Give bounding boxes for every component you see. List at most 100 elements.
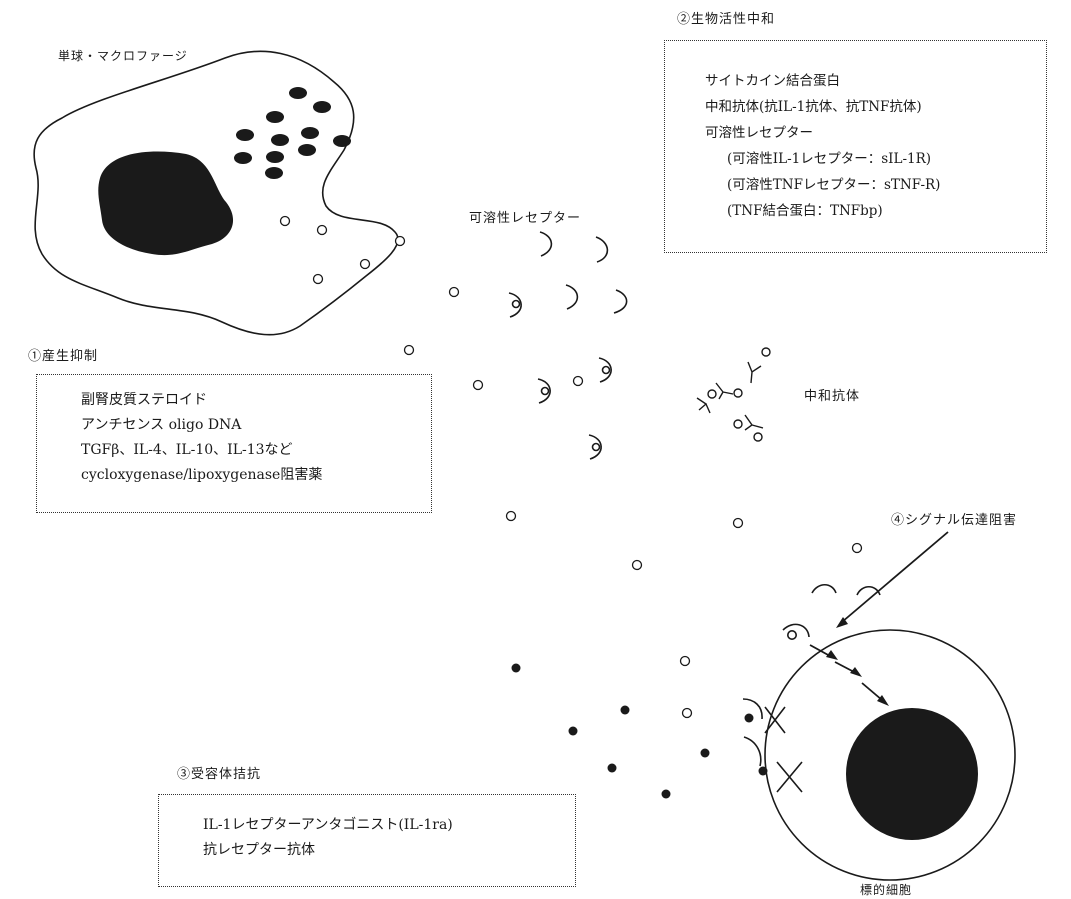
- cytokine-molecule: [679, 655, 691, 667]
- box2-heading: ②生物活性中和: [677, 12, 776, 27]
- membrane-receptor: [743, 736, 762, 767]
- macrophage-label: 単球・マクロファージ: [58, 49, 188, 63]
- cytokine-molecule: [572, 375, 584, 387]
- receptor-antagonism-box: IL-1レセプターアンタゴニスト(IL-1ra) 抗レセプター抗体: [158, 794, 576, 887]
- granule: [289, 87, 307, 99]
- soluble-receptor: [539, 231, 553, 257]
- cytokine-molecule: [851, 542, 863, 554]
- box2-line: 可溶性レセプター: [705, 125, 813, 141]
- membrane-receptor: [856, 585, 881, 596]
- arrowhead: [877, 695, 889, 706]
- granule: [234, 152, 252, 164]
- box1-line: アンチセンス oligo DNA: [81, 417, 242, 433]
- target-cell-label: 標的細胞: [860, 883, 913, 897]
- antagonist-molecule: [511, 663, 521, 673]
- arrowhead-group: [826, 617, 889, 706]
- granule: [301, 127, 319, 139]
- granule: [271, 134, 289, 146]
- box2-line: (TNF結合蛋白：TNFbp): [727, 203, 883, 219]
- membrane-receptor: [782, 623, 810, 638]
- box2-line: サイトカイン結合蛋白: [705, 73, 840, 89]
- granule: [236, 129, 254, 141]
- cytokine-molecule: [505, 510, 517, 522]
- receptor-bound-cytokine: [786, 629, 797, 640]
- cytokine-molecule: [279, 215, 291, 227]
- box3-line: IL-1レセプターアンタゴニスト(IL-1ra): [203, 817, 453, 833]
- box1-line: TGFβ、IL-4、IL-10、IL-13など: [81, 442, 293, 458]
- granule: [265, 167, 283, 179]
- soluble-receptor: [613, 289, 628, 314]
- cytokine-molecule: [732, 517, 744, 529]
- cytokine-molecule: [316, 224, 328, 236]
- production-inhibition-box: 副腎皮質ステロイド アンチセンス oligo DNA TGFβ、IL-4、IL-…: [36, 374, 432, 513]
- arrowhead: [826, 650, 838, 660]
- cytokine-molecule: [403, 344, 415, 356]
- receptor-bound-cytokine: [601, 365, 611, 375]
- blocked-signal-mark: [764, 706, 786, 734]
- box2-line: (可溶性TNFレセプター：sTNF-R): [727, 177, 941, 193]
- cytokine-molecule: [359, 258, 371, 270]
- receptor-bound-cytokine: [591, 442, 601, 452]
- neutralizing-antibody: [747, 347, 771, 384]
- macrophage-cell-outline: [33, 50, 399, 336]
- cytokine-molecule: [631, 559, 643, 571]
- granule: [298, 144, 316, 156]
- box3-heading: ③受容体拮抗: [177, 767, 262, 782]
- cytokine-molecule: [472, 379, 484, 391]
- antagonist-group: [511, 663, 768, 799]
- granule: [313, 101, 331, 113]
- membrane-receptor: [811, 583, 837, 594]
- membrane-receptor-group: [742, 583, 881, 793]
- membrane-receptor: [742, 698, 763, 720]
- cytokine-molecule: [681, 707, 693, 719]
- target-cell-nucleus: [846, 708, 978, 840]
- granule: [333, 135, 351, 147]
- antagonist-molecule: [607, 763, 617, 773]
- arrowhead: [850, 667, 862, 677]
- neutralizing-antibody-label: 中和抗体: [804, 389, 861, 404]
- blocked-signal-mark: [776, 761, 803, 793]
- granule: [266, 111, 284, 123]
- box2-line: (可溶性IL-1レセプター：sIL-1R): [727, 151, 932, 167]
- soluble-receptor-group: [508, 231, 628, 460]
- receptor-bound-cytokine: [588, 434, 602, 460]
- receptor-bound-cytokine: [511, 299, 521, 309]
- cytokine-molecule: [312, 273, 324, 285]
- neutralizing-antibody: [715, 382, 743, 400]
- box1-line: 副腎皮質ステロイド: [81, 392, 207, 408]
- box1-line: cycloxygenase/lipoxygenase阻害薬: [81, 467, 323, 483]
- antagonist-molecule: [758, 766, 768, 776]
- box2-line: 中和抗体(抗IL-1抗体、抗TNF抗体): [705, 99, 922, 115]
- bioactivity-neutralization-box: サイトカイン結合蛋白 中和抗体(抗IL-1抗体、抗TNF抗体) 可溶性レセプター…: [664, 40, 1047, 253]
- granule: [266, 151, 284, 163]
- soluble-receptor-label: 可溶性レセプター: [469, 211, 582, 226]
- neutralizing-antibody: [696, 389, 717, 414]
- receptor-bound-cytokine: [508, 292, 522, 318]
- cytokine-group: [279, 215, 863, 719]
- granule-group: [234, 87, 351, 179]
- signal-inhibition-label: ④シグナル伝達阻害: [891, 513, 1018, 528]
- target-cell-outline: [764, 629, 1016, 881]
- receptor-bound-cytokine: [598, 357, 612, 383]
- cytokine-molecule: [448, 286, 460, 298]
- signal-arrow: [861, 682, 883, 701]
- signal-arrow: [809, 644, 831, 657]
- receptor-bound-cytokine: [540, 386, 550, 396]
- arrowhead: [836, 617, 848, 628]
- antagonist-molecule: [568, 726, 578, 736]
- neutralizing-antibody: [733, 414, 764, 442]
- soluble-receptor: [565, 284, 579, 310]
- signal-arrow-group: [809, 531, 949, 701]
- box3-line: 抗レセプター抗体: [203, 842, 315, 858]
- soluble-receptor: [595, 236, 609, 263]
- antagonist-molecule: [700, 748, 710, 758]
- antagonist-molecule: [620, 705, 630, 715]
- antibody-group: [696, 347, 771, 442]
- cytokine-molecule: [394, 235, 406, 247]
- macrophage-nucleus: [98, 151, 234, 256]
- antagonist-molecule: [744, 713, 754, 723]
- inhibition-pointer-line: [841, 531, 949, 623]
- receptor-bound-cytokine: [537, 378, 551, 404]
- box1-heading: ①産生抑制: [28, 349, 99, 364]
